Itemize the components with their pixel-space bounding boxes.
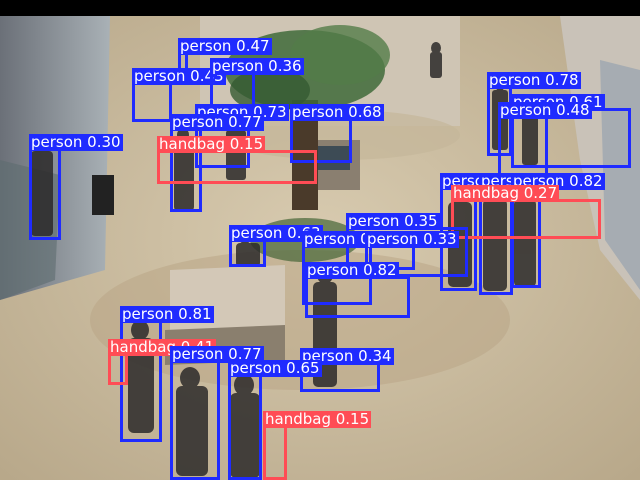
person-detection-box: person 0.33 [365, 231, 459, 270]
person-detection-label: person 0.36 [210, 57, 304, 75]
person-detection-box: person 0.77 [170, 114, 264, 212]
person-detection-label: person 0.68 [290, 103, 384, 121]
handbag-detection-box: handbag 0.15 [157, 136, 317, 184]
person-detection-label: person 0.82 [305, 261, 399, 279]
handbag-detection-label: handbag 0.15 [263, 410, 372, 428]
person-detection-label: person 0.43 [132, 67, 226, 85]
person-detection-box: person 0.81 [120, 306, 214, 442]
person-detection-label: person 0.30 [29, 133, 123, 151]
handbag-detection-box: handbag 0.41 [108, 339, 217, 385]
person-detection-box: person 0.68 [290, 104, 384, 163]
person-detection-label: person 0.65 [228, 359, 322, 377]
person-detection-label: person 0.77 [170, 113, 264, 131]
person-detection-box: person 0.82 [305, 262, 410, 318]
handbag-detection-box: handbag 0.27 [451, 185, 601, 239]
person-detection-label: person 0.77 [170, 345, 264, 363]
person-detection-box: person 0.77 [170, 346, 264, 480]
person-detection-box: person 0.35 [346, 213, 468, 277]
person-detection-box: person 0.65 [228, 360, 322, 480]
person-detection-box: person 0.78 [487, 72, 581, 156]
person-detection-label: person 0.35 [346, 212, 440, 230]
person-detection-label: person 0.34 [300, 347, 394, 365]
person-detection-label: person 0.81 [120, 305, 214, 323]
person-detection-label: person 0.48 [498, 101, 592, 119]
person-detection-box: person 0.63 [229, 225, 323, 267]
handbag-detection-box: handbag 0.15 [263, 411, 372, 480]
handbag-detection-label: handbag 0.27 [451, 184, 560, 202]
person-detection-label: person 0.33 [365, 230, 459, 248]
person-detection-box: person 0.30 [29, 134, 123, 240]
person-detection-label: person 0.47 [178, 37, 272, 55]
person-detection-box: person 0.48 [498, 102, 592, 176]
person-detection-box: person 0.34 [300, 348, 394, 392]
person-detection-box: person 0.47 [178, 38, 272, 82]
person-detection-box: person 0.43 [132, 68, 226, 122]
person-detection-label: person 0.78 [487, 71, 581, 89]
handbag-detection-label: handbag 0.15 [157, 135, 266, 153]
person-detection-label: person 0.63 [229, 224, 323, 242]
